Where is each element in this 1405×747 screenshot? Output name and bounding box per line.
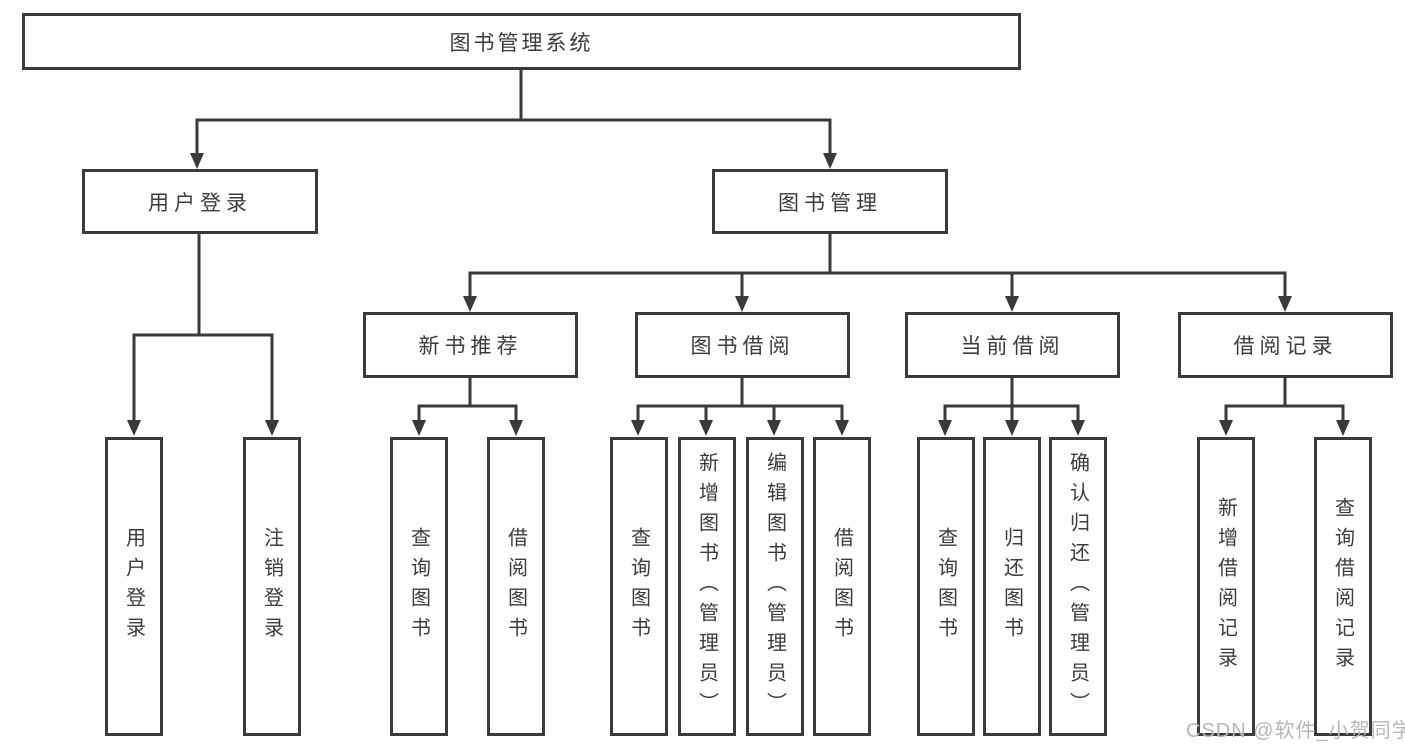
- leaf-current-return-books: 归还图书: [983, 437, 1041, 736]
- node-new-book-recommend: 新书推荐: [363, 312, 578, 378]
- node-current-borrowing: 当前借阅: [905, 312, 1120, 378]
- leaf-borrow-edit-books-admin: 编辑图书（管理员）: [746, 437, 804, 736]
- watermark: CSDN @软件_小贺同学: [1186, 720, 1405, 742]
- leaf-borrow-borrow-books: 借阅图书: [813, 437, 871, 736]
- node-borrowing-records: 借阅记录: [1178, 312, 1393, 378]
- leaf-newbooks-borrow-books: 借阅图书: [487, 437, 545, 736]
- node-book-borrowing: 图书借阅: [635, 312, 850, 378]
- leaf-borrow-query-books: 查询图书: [610, 437, 668, 736]
- leaf-newbooks-query-books: 查询图书: [390, 437, 448, 736]
- leaf-user-login: 用户登录: [105, 437, 163, 736]
- leaf-logout: 注销登录: [243, 437, 301, 736]
- node-library-management-system: 图书管理系统: [22, 13, 1021, 70]
- leaf-current-query-books: 查询图书: [917, 437, 975, 736]
- leaf-current-confirm-return-admin: 确认归还（管理员）: [1049, 437, 1107, 736]
- node-book-management: 图书管理: [712, 169, 948, 234]
- leaf-records-add-record: 新增借阅记录: [1197, 437, 1255, 736]
- leaf-borrow-add-books-admin: 新增图书（管理员）: [678, 437, 736, 736]
- node-user-login: 用户登录: [82, 169, 318, 234]
- leaf-records-query-record: 查询借阅记录: [1314, 437, 1372, 736]
